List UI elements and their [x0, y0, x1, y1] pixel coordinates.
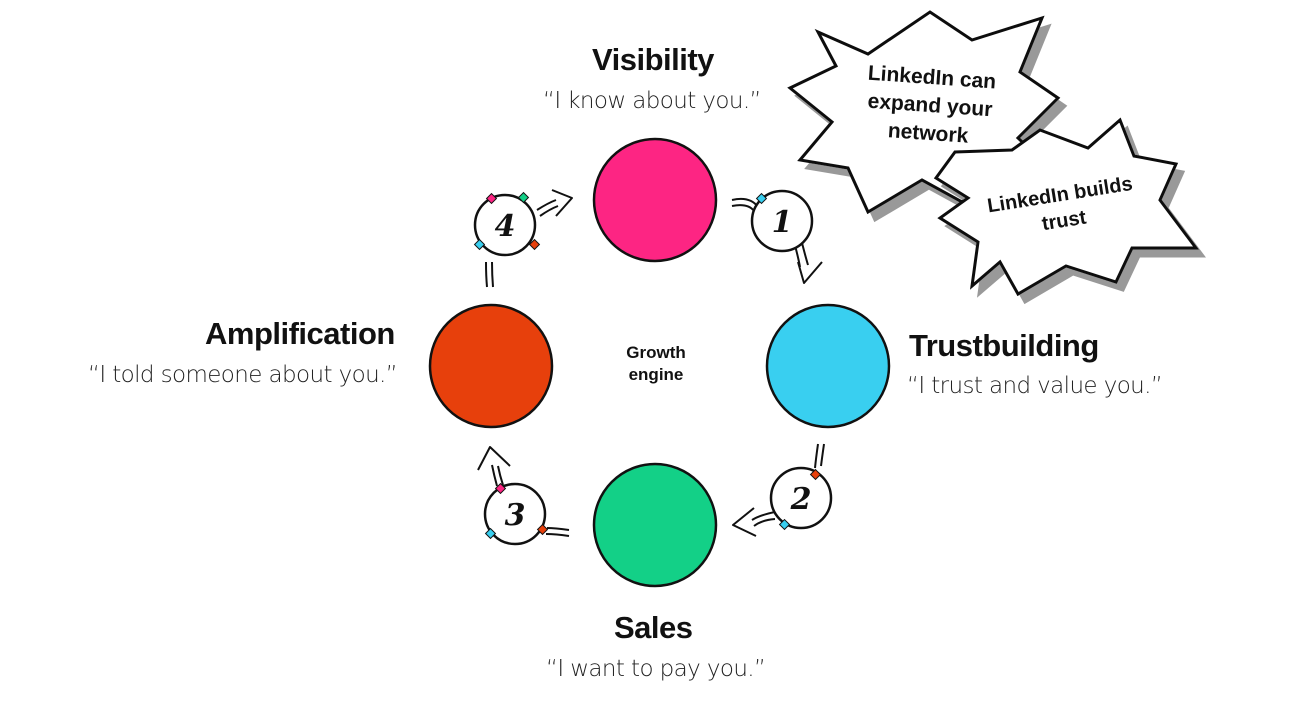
step-1-number: 1 [772, 205, 793, 240]
step-1-badge: 1 [750, 189, 814, 253]
callout-network-text: LinkedIn can expand your network [852, 59, 1007, 153]
sales-circle [592, 462, 718, 588]
growth-engine-line-2: engine [628, 365, 684, 384]
amplification-title: Amplification [205, 316, 395, 351]
sales-title: Sales [614, 610, 693, 645]
amplification-circle [428, 303, 554, 429]
step-2-number: 2 [790, 482, 812, 517]
sales-quote: “I want to pay you.” [546, 656, 766, 682]
arrow-step-4 [485, 189, 573, 288]
trustbuilding-quote: “I trust and value you.” [907, 373, 1163, 399]
arrow-step-3 [477, 446, 570, 537]
arrow-step-2 [732, 443, 825, 537]
growth-engine-line-1: Growth [626, 343, 686, 362]
step-4-number: 4 [495, 209, 516, 244]
step-2-badge: 2 [769, 466, 833, 531]
callout-bubble-trust [933, 117, 1199, 297]
trustbuilding-title: Trustbuilding [909, 328, 1099, 363]
growth-engine-label: Growth engine [596, 342, 716, 386]
step-3-number: 3 [505, 498, 526, 533]
amplification-quote: “I told someone about you.” [88, 362, 398, 388]
visibility-title: Visibility [592, 42, 714, 77]
visibility-circle [592, 137, 718, 263]
visibility-quote: “I know about you.” [543, 88, 761, 114]
trustbuilding-circle [765, 303, 891, 429]
step-3-badge: 3 [483, 482, 549, 546]
step-4-badge: 4 [473, 191, 541, 257]
